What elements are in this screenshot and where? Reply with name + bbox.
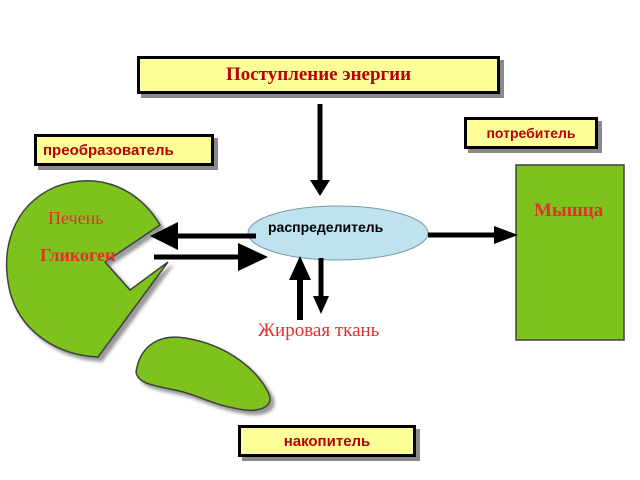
energy-supply-box: Поступление энергии (137, 56, 500, 94)
storage-label: накопитель (283, 432, 371, 450)
consumer-label: потребитель (486, 125, 576, 141)
muscle-label: Мышца (534, 200, 604, 221)
fat-tissue-label: Жировая ткань (258, 320, 380, 341)
converter-box: преобразователь (34, 134, 214, 166)
arrowhead-up (289, 256, 311, 280)
arrowhead-to-muscle (494, 226, 518, 244)
muscle-shape (515, 164, 625, 341)
energy-supply-label: Поступление энергии (225, 64, 412, 85)
converter-label: преобразователь (43, 141, 174, 159)
arrowhead-supply (310, 180, 330, 196)
distributor-label: распределитель (268, 219, 384, 235)
arrowhead-to-distributor (238, 243, 268, 271)
consumer-box: потребитель (464, 117, 598, 149)
glycogen-fragment-shape (135, 336, 271, 412)
liver-label: Печень (48, 208, 104, 228)
arrowhead-to-liver (150, 222, 178, 250)
liver-shape (6, 180, 169, 358)
arrowhead-down (313, 296, 329, 314)
glycogen-label: Гликоген (40, 245, 116, 265)
storage-box: накопитель (238, 425, 416, 457)
